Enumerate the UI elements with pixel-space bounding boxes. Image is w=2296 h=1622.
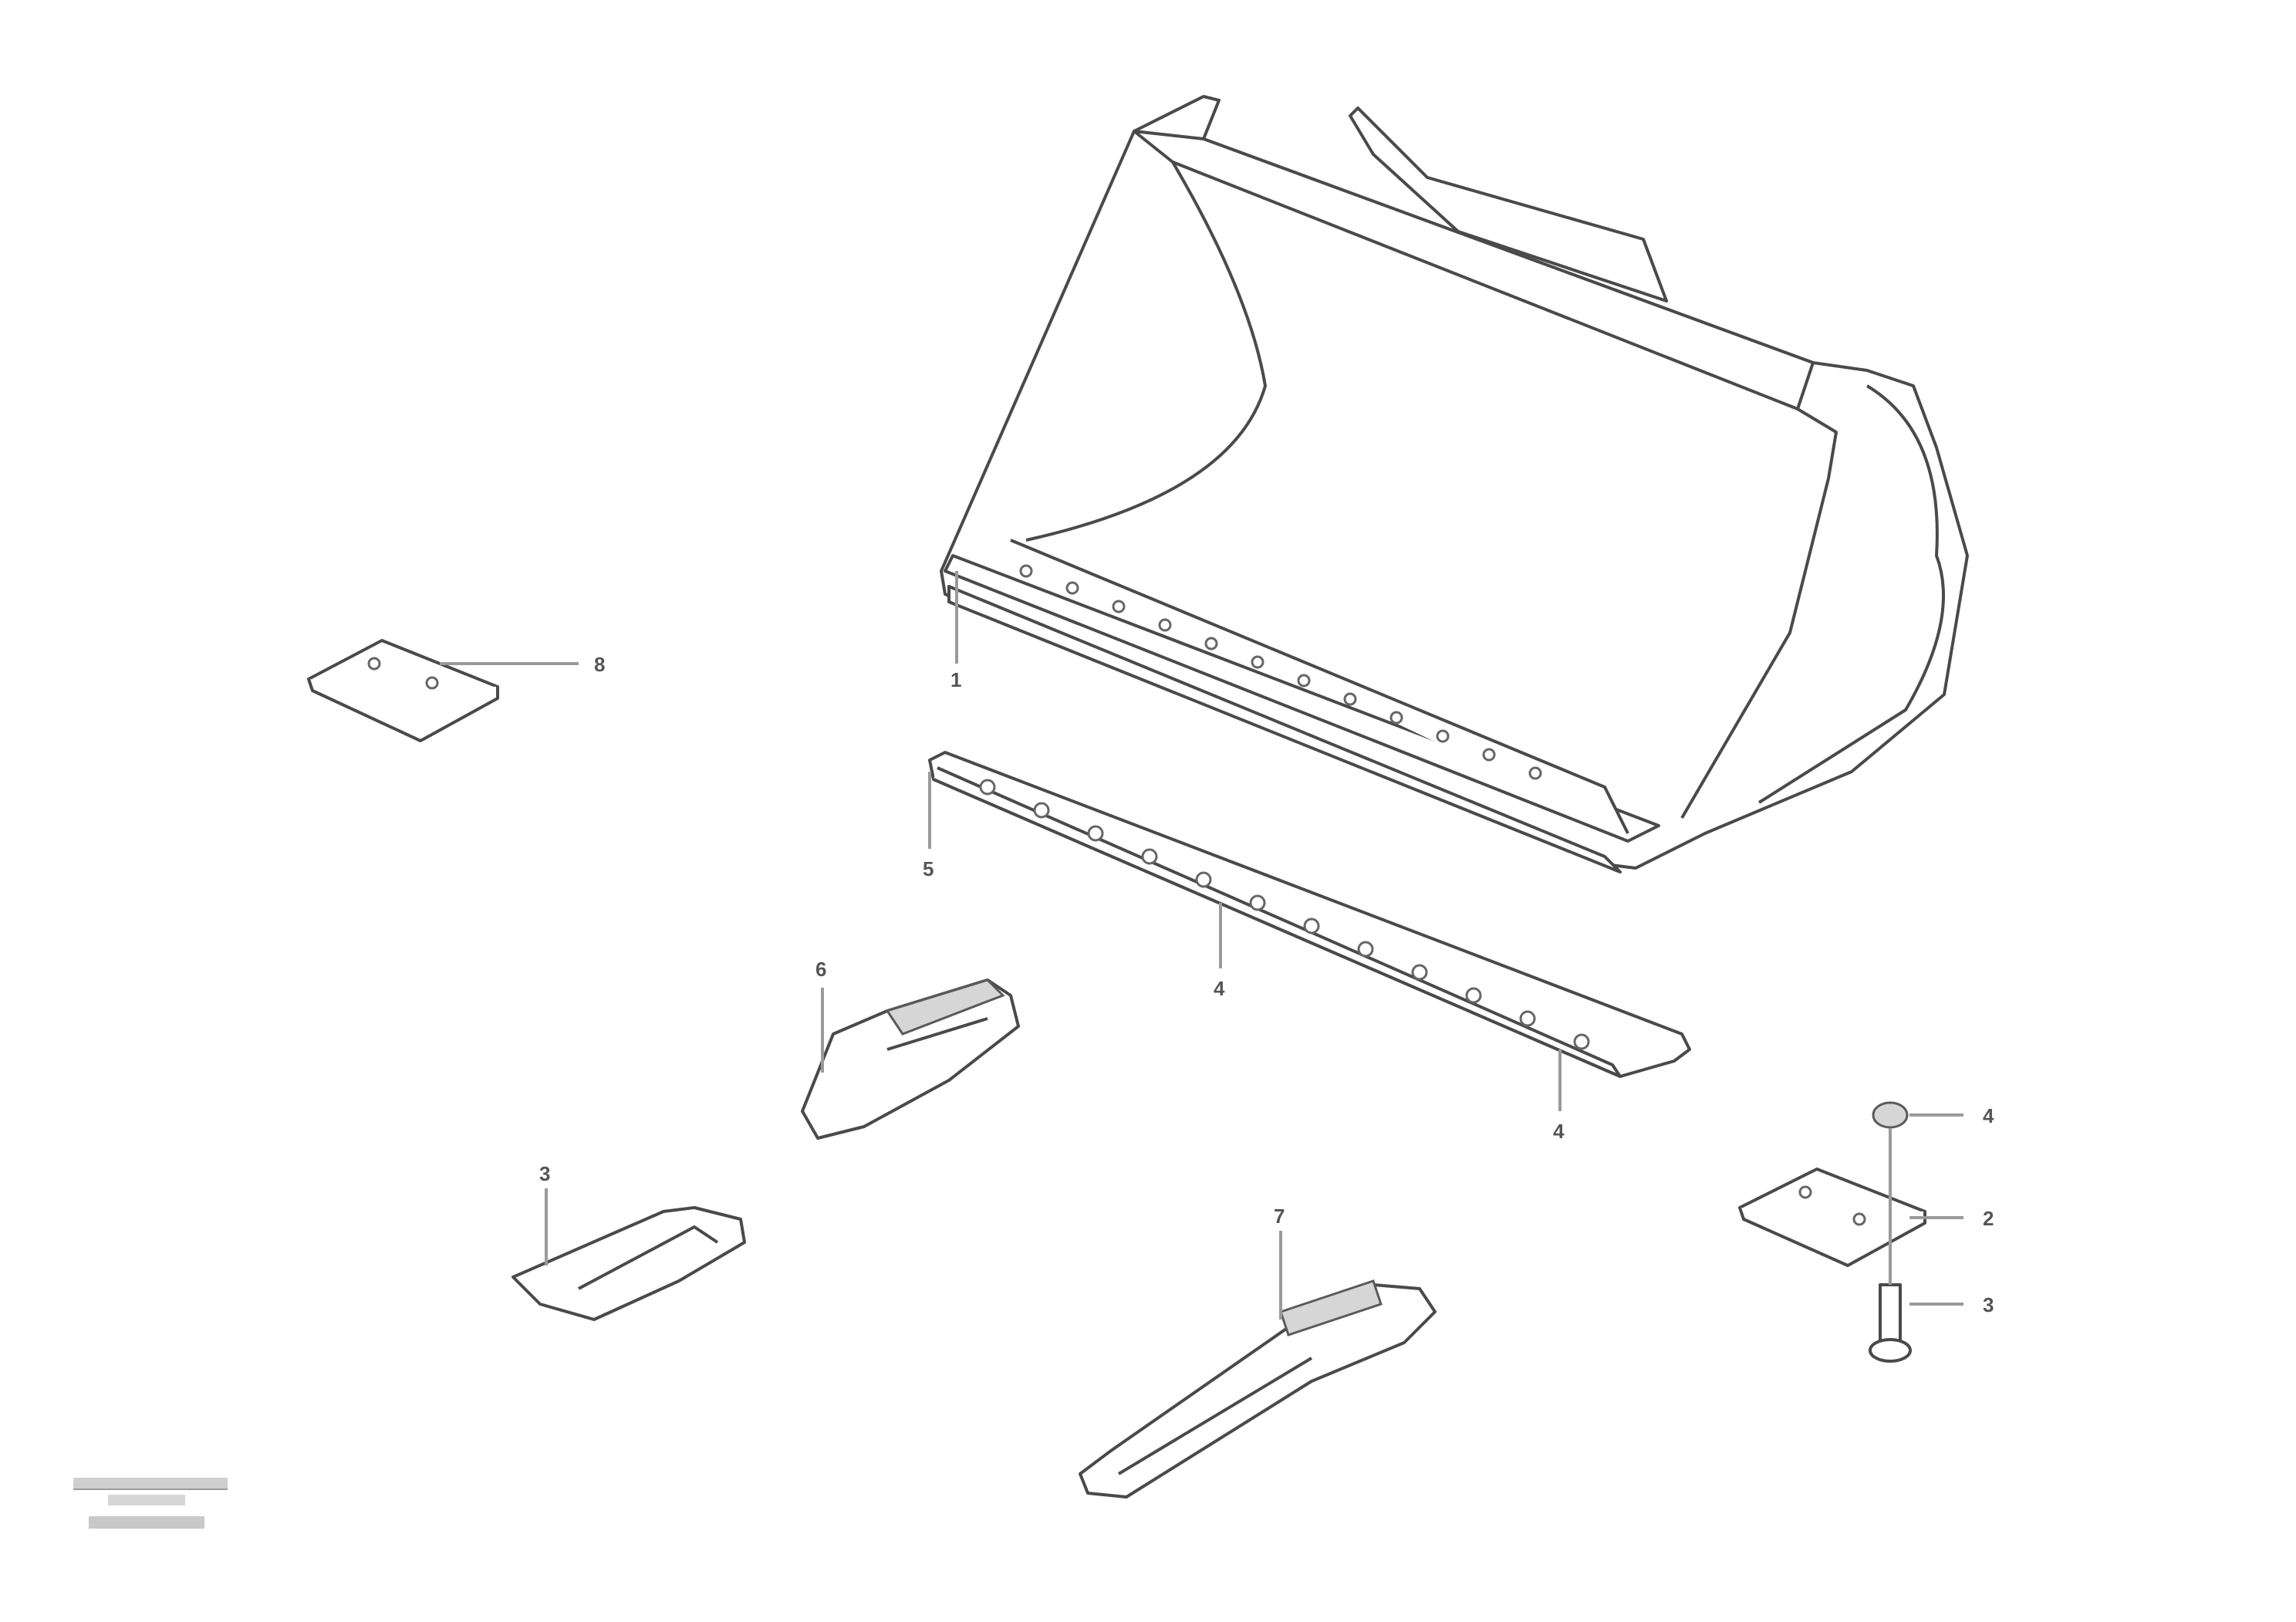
callout-edge-right: 4: [1553, 1049, 1565, 1143]
callout-edge-mid: 4: [1214, 903, 1225, 1000]
callout-tooth-long: 7: [1274, 1205, 1285, 1320]
bolt: [1869, 1283, 1912, 1363]
bucket: [940, 95, 1969, 874]
callout-adapter: 6: [815, 958, 826, 1073]
stamp-line-2: [108, 1495, 185, 1505]
bucket-bolt-holes: [1019, 564, 1542, 780]
tooth-adapter: [801, 978, 1020, 1140]
callout-label: 7: [1274, 1205, 1285, 1228]
callout-tooth-small: 3: [539, 1162, 550, 1265]
wear-plate-left: [307, 639, 499, 742]
callout-plate-right: 2: [1909, 1207, 1994, 1230]
callout-edge-left: 5: [923, 772, 934, 880]
tooth-long: [1079, 1279, 1437, 1499]
wear-plate-right: [1738, 1168, 1926, 1267]
callout-nut: 4: [1889, 1104, 1994, 1285]
cutting-edge: [928, 751, 1691, 1078]
callout-plate-left: 8: [440, 653, 605, 676]
callout-label: 5: [923, 857, 934, 880]
stamp-line-1: [73, 1478, 228, 1490]
nut: [1872, 1101, 1909, 1129]
stamp-line-3: [89, 1516, 204, 1529]
callout-label: 4: [1214, 977, 1225, 1000]
callout-label: 3: [1983, 1293, 1994, 1316]
edge-bolt-holes: [979, 779, 1590, 1050]
callout-label: 8: [594, 653, 605, 676]
tooth-small: [512, 1206, 746, 1321]
callout-bucket: 1: [950, 571, 961, 691]
callout-label: 4: [1553, 1120, 1565, 1143]
callout-label: 6: [815, 958, 826, 981]
callout-label: 4: [1983, 1104, 1994, 1127]
callout-label: 3: [539, 1162, 550, 1185]
callout-label: 1: [950, 668, 961, 691]
callout-label: 2: [1983, 1207, 1994, 1230]
callout-bolt: 3: [1909, 1293, 1994, 1316]
